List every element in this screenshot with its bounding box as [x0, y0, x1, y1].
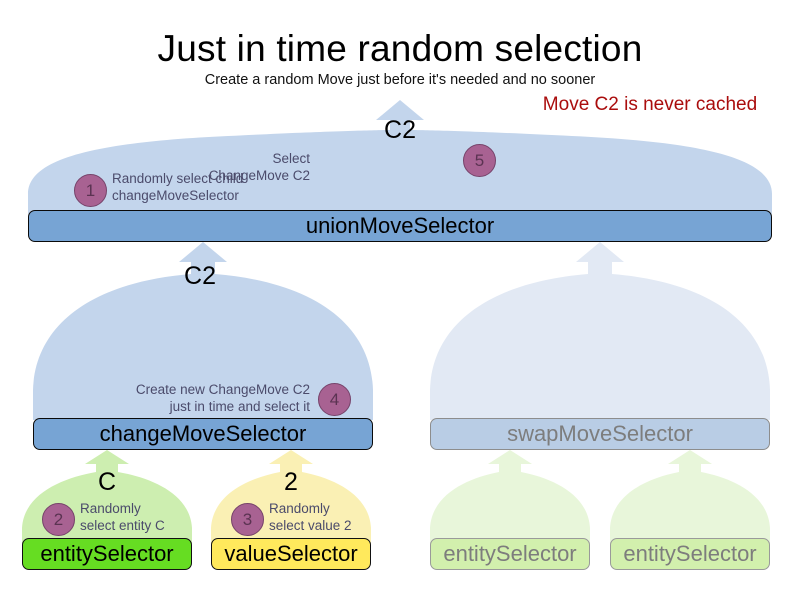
node-ghost-entity-selector-1[interactable]: entitySelector	[430, 538, 590, 570]
node-swap-move-selector-label: swapMoveSelector	[507, 421, 693, 446]
step-1-badge: 1	[74, 174, 107, 207]
step-2-badge: 2	[42, 503, 75, 536]
node-change-move-selector[interactable]: changeMoveSelector	[33, 418, 373, 450]
ghost-entity-1-output-fan	[430, 450, 590, 546]
entity-c-payload-label: C	[97, 468, 117, 496]
never-cached-note: Move C2 is never cached	[542, 94, 758, 115]
step-4-badge: 4	[318, 383, 351, 416]
step-1-text-line1: Randomly select child	[112, 171, 244, 186]
step-1-text-line2: changeMoveSelector	[112, 188, 239, 203]
node-value-selector-2[interactable]: valueSelector	[211, 538, 371, 570]
page-subtitle: Create a random Move just before it's ne…	[204, 72, 596, 88]
node-entity-selector-c-label: entitySelector	[40, 541, 174, 566]
node-change-move-selector-label: changeMoveSelector	[99, 421, 307, 446]
union-output-fan	[28, 98, 772, 214]
node-swap-move-selector[interactable]: swapMoveSelector	[430, 418, 770, 450]
step-5-badge: 5	[463, 144, 496, 177]
node-ghost-entity-selector-2[interactable]: entitySelector	[610, 538, 770, 570]
step-4-text-line1: Create new ChangeMove C2	[135, 382, 310, 397]
union-payload-label: C2	[384, 116, 416, 144]
step-4-text-line2: just in time and select it	[169, 399, 310, 414]
node-ghost-entity-selector-1-label: entitySelector	[443, 541, 577, 566]
step-5-text-line1: Select ChangeMove C2	[208, 151, 310, 183]
node-value-selector-2-label: valueSelector	[224, 541, 358, 566]
step-2-text-line1: Randomly	[80, 501, 141, 516]
change-output-fan	[33, 240, 373, 420]
step-3-badge: 3	[231, 503, 264, 536]
step-3-text-line2: select value 2	[269, 518, 352, 533]
swap-output-fan	[430, 240, 770, 420]
page-title: Just in time random selection	[157, 28, 643, 69]
value-2-payload-label: 2	[284, 468, 298, 496]
node-union-move-selector-label: unionMoveSelector	[305, 213, 495, 238]
node-entity-selector-c[interactable]: entitySelector	[22, 538, 192, 570]
node-union-move-selector[interactable]: unionMoveSelector	[28, 210, 772, 242]
step-2-text-line2: select entity C	[80, 518, 165, 533]
ghost-entity-2-output-fan	[610, 450, 770, 546]
change-payload-label: C2	[184, 262, 216, 290]
step-3-text-line1: Randomly	[269, 501, 330, 516]
node-ghost-entity-selector-2-label: entitySelector	[623, 541, 757, 566]
